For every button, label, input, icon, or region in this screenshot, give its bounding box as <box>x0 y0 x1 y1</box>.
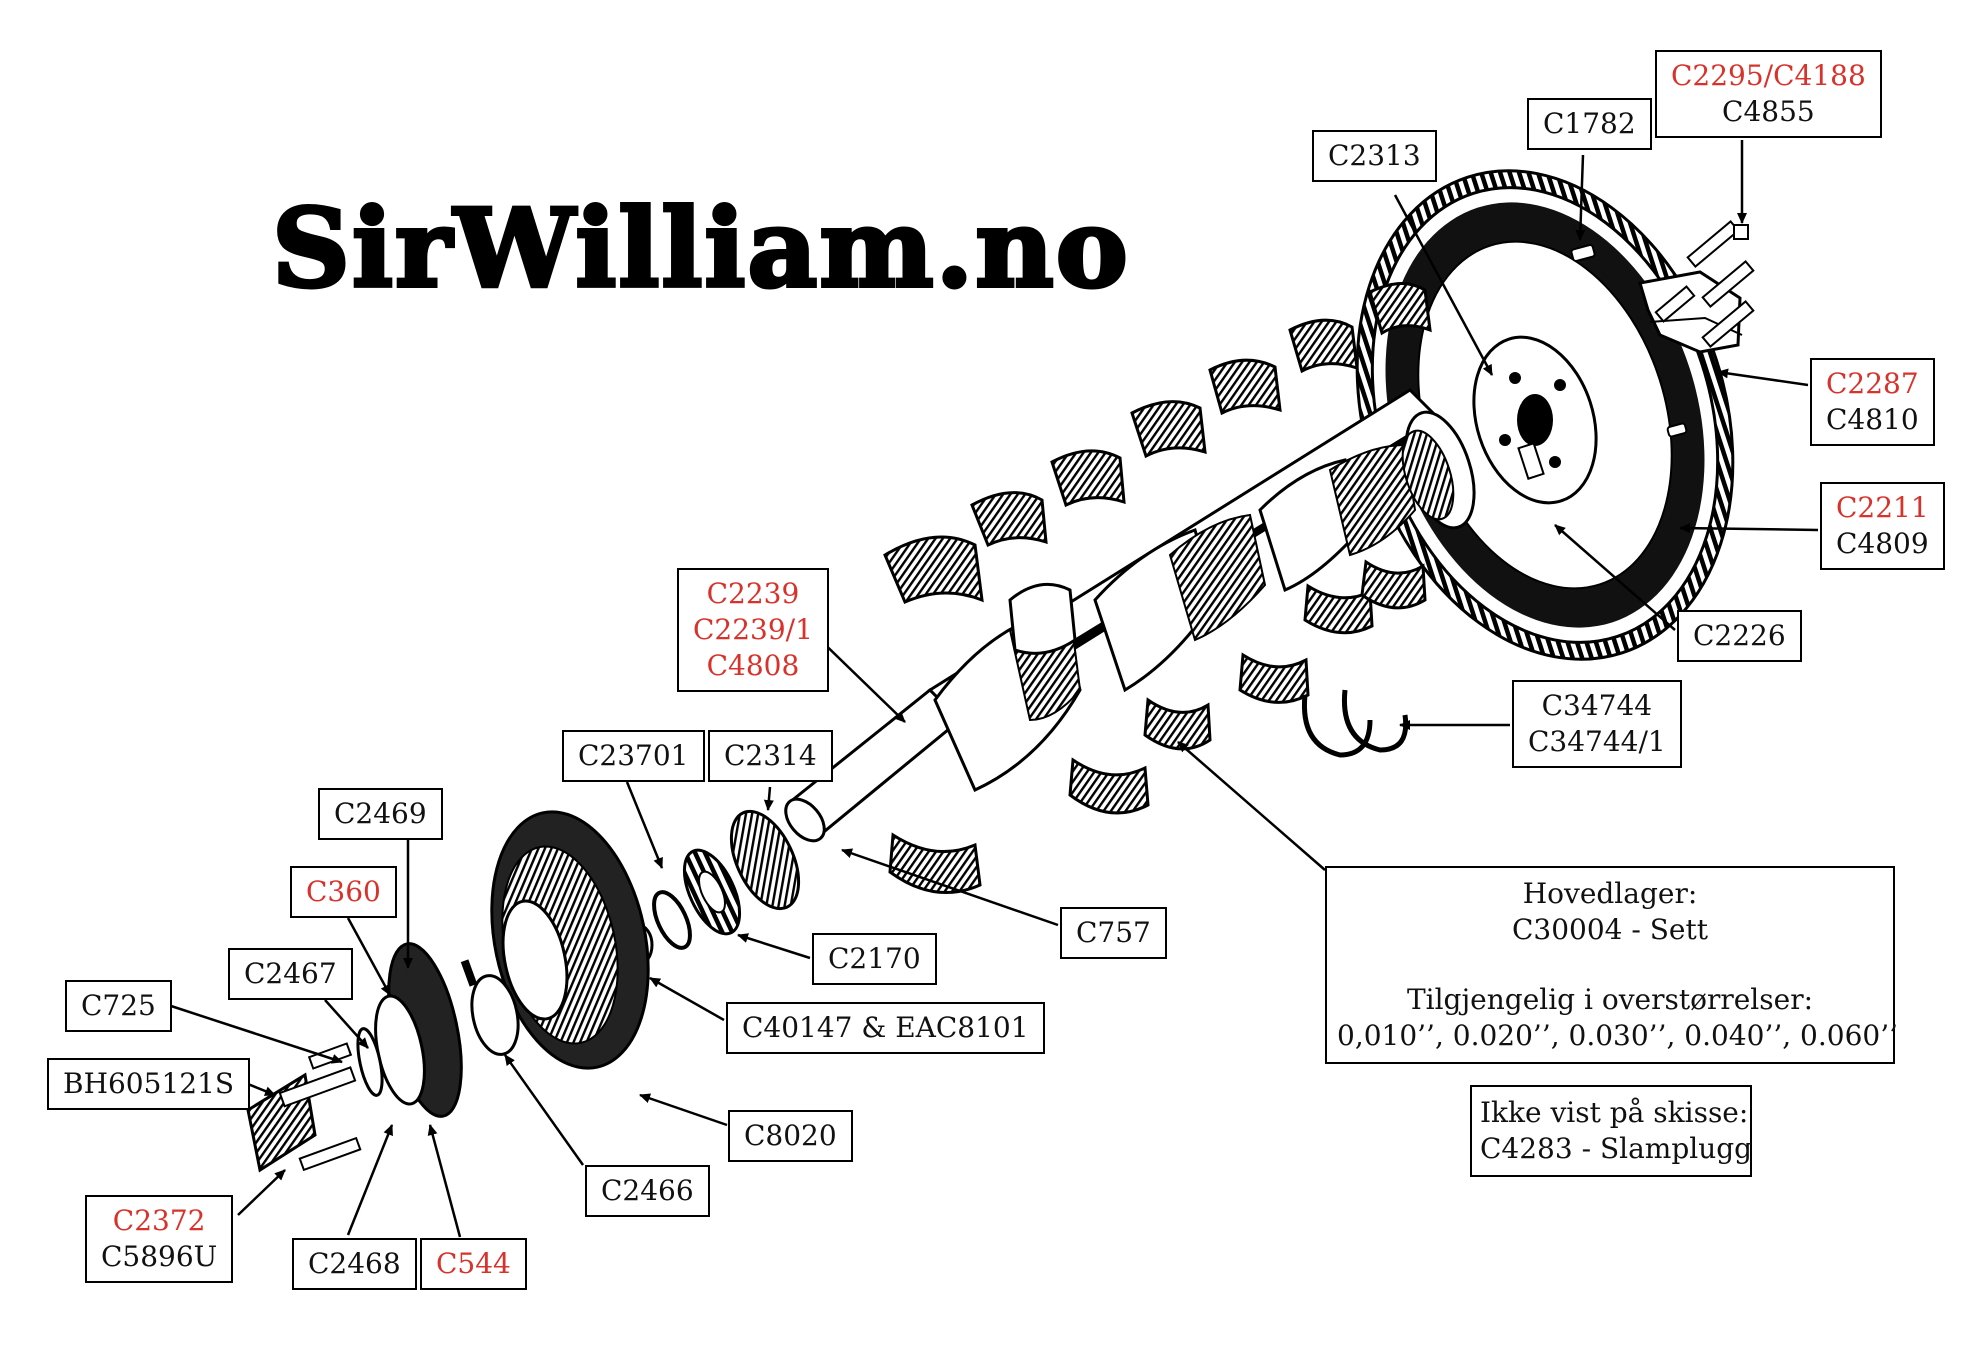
part-label-c23701: C23701 <box>562 730 705 782</box>
part-label-c2313: C2313 <box>1312 130 1437 182</box>
upper-bearing-shells <box>883 282 1432 604</box>
part-label-c34744: C34744 C34744/1 <box>1512 680 1682 768</box>
part-label-c8020: C8020 <box>728 1110 853 1162</box>
not-shown-info-box: Ikke vist på skisse: C4283 - Slamplugg <box>1470 1085 1752 1177</box>
brand-logo-text: SirWilliam.no <box>270 186 1130 312</box>
part-label-c725: C725 <box>65 980 172 1032</box>
part-label-c2239-group: C2239 C2239/1 C4808 <box>677 568 829 692</box>
part-label-c2226: C2226 <box>1677 610 1802 662</box>
thrust-washers <box>1301 689 1409 758</box>
part-label-c2469: C2469 <box>318 788 443 840</box>
part-label-c757: C757 <box>1060 907 1167 959</box>
flywheel <box>1355 169 1735 661</box>
part-label-c40147: C40147 & EAC8101 <box>726 1002 1045 1054</box>
part-label-c2467: C2467 <box>228 948 353 1000</box>
part-label-c2211-c4809: C2211 C4809 <box>1820 482 1945 570</box>
part-label-c2466: C2466 <box>585 1165 710 1217</box>
part-label-c1782: C1782 <box>1527 98 1652 150</box>
crank-pulley <box>460 810 650 1070</box>
bolt-lock-plate <box>1638 219 1755 354</box>
part-label-bh605121s: BH605121S <box>47 1058 251 1110</box>
part-label-c2468: C2468 <box>292 1238 417 1290</box>
main-bearing-info-box: Hovedlager: C30004 - Sett Tilgjengelig i… <box>1325 866 1898 1064</box>
part-label-c2314: C2314 <box>708 730 833 782</box>
part-label-c2295-c4855: C2295/C4188 C4855 <box>1655 50 1882 138</box>
part-label-c544: C544 <box>420 1238 527 1290</box>
part-label-c360: C360 <box>290 866 397 918</box>
lower-bearing-shells <box>888 559 1427 895</box>
part-label-c2287-c4810: C2287 C4810 <box>1810 358 1935 446</box>
crankshaft <box>784 388 1476 843</box>
front-hub <box>246 942 463 1173</box>
leader-lines <box>167 140 1819 1238</box>
part-label-c2372-c5896u: C2372 C5896U <box>85 1195 234 1283</box>
part-label-c2170: C2170 <box>812 933 937 985</box>
timing-gear-and-washers <box>622 809 801 967</box>
